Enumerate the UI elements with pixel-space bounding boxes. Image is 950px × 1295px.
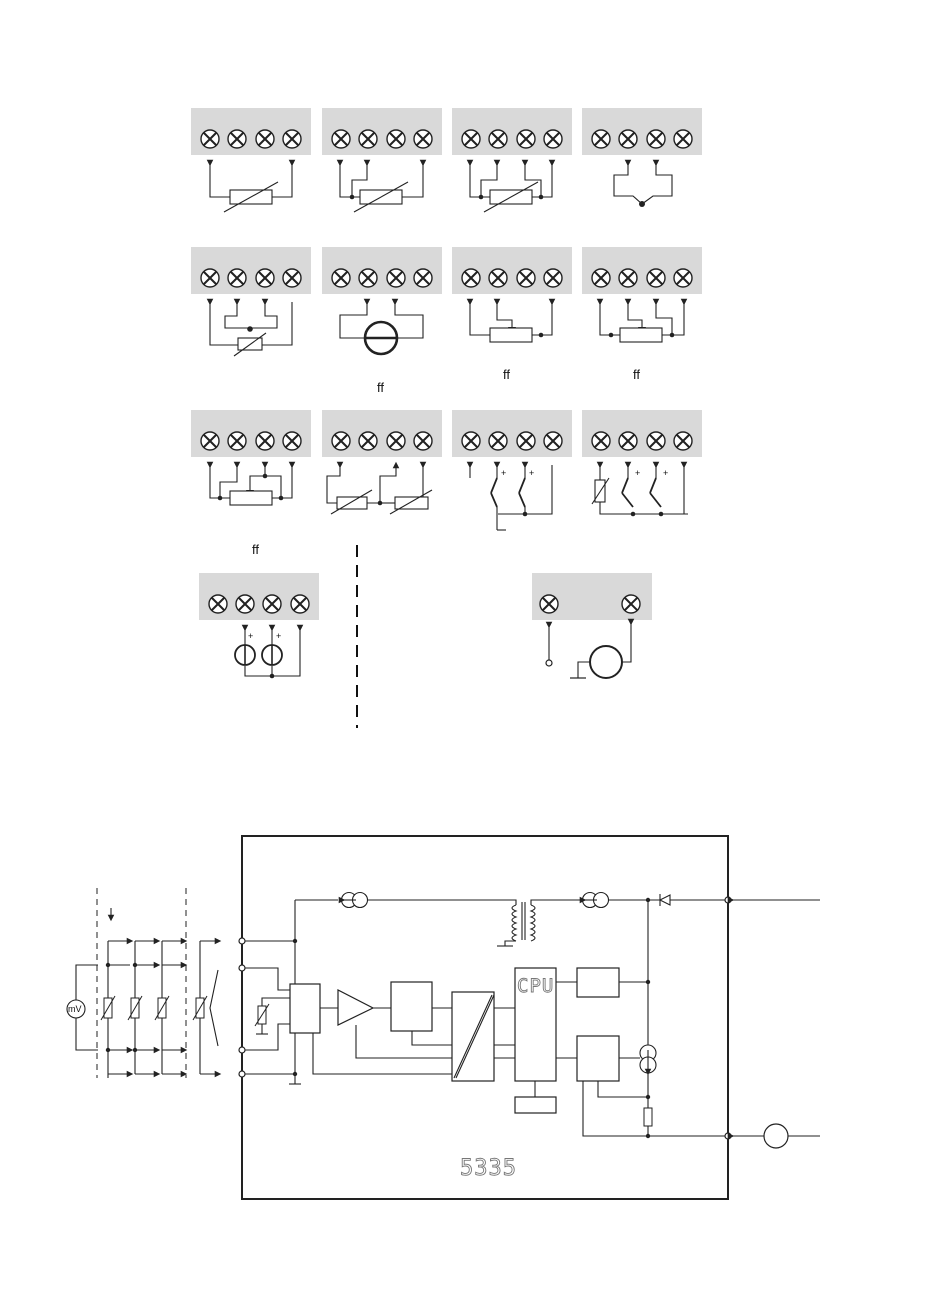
screw-terminal-icon <box>283 130 301 148</box>
screw-terminal-icon <box>489 130 507 148</box>
potentiometer-3-wire-connection <box>470 302 552 342</box>
dual-thermocouple-connection: + + <box>470 465 552 530</box>
screw-terminal-icon <box>263 595 281 613</box>
dual-thermocouple-cjc-connection: + + <box>592 465 688 516</box>
current-signal-connection <box>340 302 423 354</box>
screw-terminal-icon <box>517 130 535 148</box>
svg-text:+: + <box>276 631 281 641</box>
screw-terminal-icon <box>544 432 562 450</box>
svg-text:+: + <box>501 468 506 478</box>
output-loop-connection <box>546 622 631 678</box>
model-number: 5335 <box>460 1156 517 1181</box>
screw-terminal-icon <box>619 269 637 287</box>
label-row2-col2: ff <box>377 380 384 395</box>
dual-current-connection: + + <box>235 628 300 678</box>
terminal-block-r2c1 <box>191 247 311 294</box>
screw-terminal-icon <box>462 130 480 148</box>
screw-terminal-icon <box>462 269 480 287</box>
screw-terminal-icon <box>489 269 507 287</box>
screw-terminal-icon <box>387 432 405 450</box>
screw-terminal-icon <box>359 432 377 450</box>
screw-terminal-icon <box>291 595 309 613</box>
screw-terminal-icon <box>228 432 246 450</box>
dual-rtd-connection <box>327 465 432 514</box>
terminal-block-r2c2 <box>322 247 442 294</box>
screw-terminal-icon <box>332 432 350 450</box>
terminal-block-r1c2 <box>322 108 442 155</box>
rtd-2-wire-connection <box>210 163 292 212</box>
screw-terminal-icon <box>674 130 692 148</box>
potentiometer-4-wire-connection <box>600 302 684 342</box>
svg-text:+: + <box>635 468 640 478</box>
screw-terminal-icon <box>332 130 350 148</box>
screw-terminal-icon <box>201 269 219 287</box>
terminal-block-r3c4 <box>582 410 702 457</box>
screw-terminal-icon <box>359 269 377 287</box>
screw-terminal-icon <box>647 269 665 287</box>
screw-terminal-icon <box>674 432 692 450</box>
screw-terminal-icon <box>619 432 637 450</box>
potentiometer-5-wire-connection <box>210 465 292 505</box>
screw-terminal-icon <box>201 432 219 450</box>
screw-terminal-icon <box>256 130 274 148</box>
screw-terminal-icon <box>387 130 405 148</box>
svg-text:+: + <box>663 468 668 478</box>
screw-terminal-icon <box>647 130 665 148</box>
terminal-block-r1c3 <box>452 108 572 155</box>
terminal-block-r3c3 <box>452 410 572 457</box>
label-row2-col3: ff <box>503 367 510 382</box>
label-row2-col4: ff <box>633 367 640 382</box>
screw-terminal-icon <box>256 432 274 450</box>
screw-terminal-icon <box>544 130 562 148</box>
block-diagram: mV <box>67 836 820 1199</box>
screw-terminal-icon <box>517 432 535 450</box>
terminal-block-r2c4 <box>582 247 702 294</box>
screw-terminal-icon <box>540 595 558 613</box>
cpu-label: CPU <box>517 975 554 997</box>
screw-terminal-icon <box>674 269 692 287</box>
terminal-blocks <box>191 108 702 620</box>
screw-terminal-icon <box>592 130 610 148</box>
screw-terminal-icon <box>462 432 480 450</box>
terminal-block-r1c4 <box>582 108 702 155</box>
screw-terminal-icon <box>517 269 535 287</box>
screw-terminal-icon <box>544 269 562 287</box>
sensor-rtd-columns <box>101 941 218 1078</box>
screw-terminal-icon <box>283 269 301 287</box>
rtd-4-wire-connection <box>470 163 552 212</box>
terminal-block-r3c2 <box>322 410 442 457</box>
rtd-3-wire-connection <box>340 163 423 212</box>
terminal-block-r2c3 <box>452 247 572 294</box>
terminal-block-r3c1 <box>191 410 311 457</box>
label-row3-col1: ff <box>252 542 259 557</box>
screw-terminal-icon <box>387 269 405 287</box>
screw-terminal-icon <box>647 432 665 450</box>
screw-terminal-icon <box>489 432 507 450</box>
thermocouple-connection <box>614 163 672 207</box>
mv-symbol: mV <box>68 1004 82 1014</box>
svg-text:+: + <box>248 631 253 641</box>
screw-terminal-icon <box>414 269 432 287</box>
screw-terminal-icon <box>228 269 246 287</box>
screw-terminal-icon <box>236 595 254 613</box>
screw-terminal-icon <box>332 269 350 287</box>
screw-terminal-icon <box>619 130 637 148</box>
terminal-block-output <box>532 573 652 620</box>
screw-terminal-icon <box>256 269 274 287</box>
terminal-block-r1c1 <box>191 108 311 155</box>
screw-terminal-icon <box>201 130 219 148</box>
screw-terminal-icon <box>228 130 246 148</box>
terminal-block-r4c1 <box>199 573 319 620</box>
svg-text:+: + <box>529 468 534 478</box>
screw-terminal-icon <box>592 432 610 450</box>
screw-terminal-icon <box>283 432 301 450</box>
screw-terminal-icon <box>359 130 377 148</box>
screw-terminal-icon <box>414 130 432 148</box>
thermocouple-cjc-connection <box>210 302 292 356</box>
screw-terminal-icon <box>592 269 610 287</box>
screw-terminal-icon <box>622 595 640 613</box>
screw-terminal-icon <box>209 595 227 613</box>
screw-terminal-icon <box>414 432 432 450</box>
